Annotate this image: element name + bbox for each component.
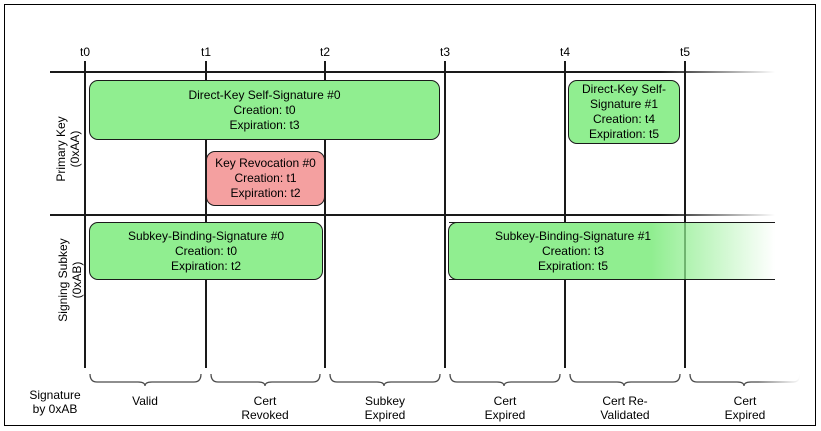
tick-label-t1: t1 bbox=[200, 45, 212, 59]
brace-label-valid: Valid bbox=[132, 394, 158, 408]
brace-label-cert-expired-2: Cert Expired bbox=[724, 394, 766, 422]
signature-box-direct-key-self-signature-1[interactable]: Direct-Key Self- Signature #1 Creation: … bbox=[568, 80, 680, 144]
signature-expiration: Expiration: t3 bbox=[229, 117, 300, 132]
signature-expiration: Expiration: t5 bbox=[537, 258, 609, 273]
tick-label-t3: t3 bbox=[439, 45, 451, 59]
signature-creation: Creation: t1 bbox=[234, 171, 297, 185]
tick-label-t5: t5 bbox=[679, 45, 691, 59]
signature-expiration: Expiration: t2 bbox=[170, 258, 242, 273]
brace-cert-expired-1 bbox=[449, 373, 561, 387]
tick-label-t4: t4 bbox=[559, 45, 571, 59]
brace-label-subkey-expired: Subkey Expired bbox=[364, 394, 406, 422]
signature-box-key-revocation-0[interactable]: Key Revocation #0 Creation: t1 Expiratio… bbox=[206, 151, 325, 206]
row-label-signing-subkey: Signing Subkey (0xAB) bbox=[56, 238, 84, 322]
signature-box-subkey-binding-signature-1[interactable]: Subkey-Binding-Signature #1 Creation: t3… bbox=[448, 222, 775, 280]
brace-label-cert-revalidated: Cert Re- Validated bbox=[600, 394, 650, 422]
signature-box-subkey-binding-signature-0[interactable]: Subkey-Binding-Signature #0 Creation: t0… bbox=[89, 222, 323, 280]
row-separator-top bbox=[50, 71, 775, 73]
diagram-frame bbox=[4, 4, 816, 426]
brace-label-cert-expired-1: Cert Expired bbox=[484, 394, 526, 422]
signature-title-line2: Signature #1 bbox=[589, 97, 659, 111]
signature-title: Subkey-Binding-Signature #0 bbox=[127, 228, 285, 243]
signature-title: Direct-Key Self- bbox=[581, 82, 667, 96]
tick-label-t0: t0 bbox=[79, 45, 91, 59]
footer-corner-label: Signature by 0xAB bbox=[29, 388, 81, 416]
brace-cert-expired-2 bbox=[689, 373, 801, 387]
signature-title: Subkey-Binding-Signature #1 bbox=[494, 228, 652, 243]
signature-title: Direct-Key Self-Signature #0 bbox=[188, 87, 341, 102]
signature-expiration: Expiration: t2 bbox=[230, 186, 301, 200]
signature-box-direct-key-self-signature-0[interactable]: Direct-Key Self-Signature #0 Creation: t… bbox=[89, 80, 440, 140]
brace-subkey-expired bbox=[329, 373, 441, 387]
brace-label-cert-revoked: Cert Revoked bbox=[241, 394, 289, 422]
row-separator-middle bbox=[50, 214, 775, 216]
signature-expiration: Expiration: t5 bbox=[588, 127, 660, 141]
signature-creation: Creation: t0 bbox=[233, 102, 296, 117]
tick-label-t2: t2 bbox=[319, 45, 331, 59]
signature-creation: Creation: t4 bbox=[592, 112, 656, 126]
signature-title: Key Revocation #0 bbox=[215, 156, 316, 170]
row-label-primary-key: Primary Key (0xAA) bbox=[54, 116, 82, 182]
signature-creation: Creation: t0 bbox=[174, 243, 238, 258]
brace-cert-revalidated bbox=[569, 373, 681, 387]
brace-valid bbox=[89, 373, 202, 387]
signature-creation: Creation: t3 bbox=[541, 243, 605, 258]
brace-cert-revoked bbox=[210, 373, 321, 387]
